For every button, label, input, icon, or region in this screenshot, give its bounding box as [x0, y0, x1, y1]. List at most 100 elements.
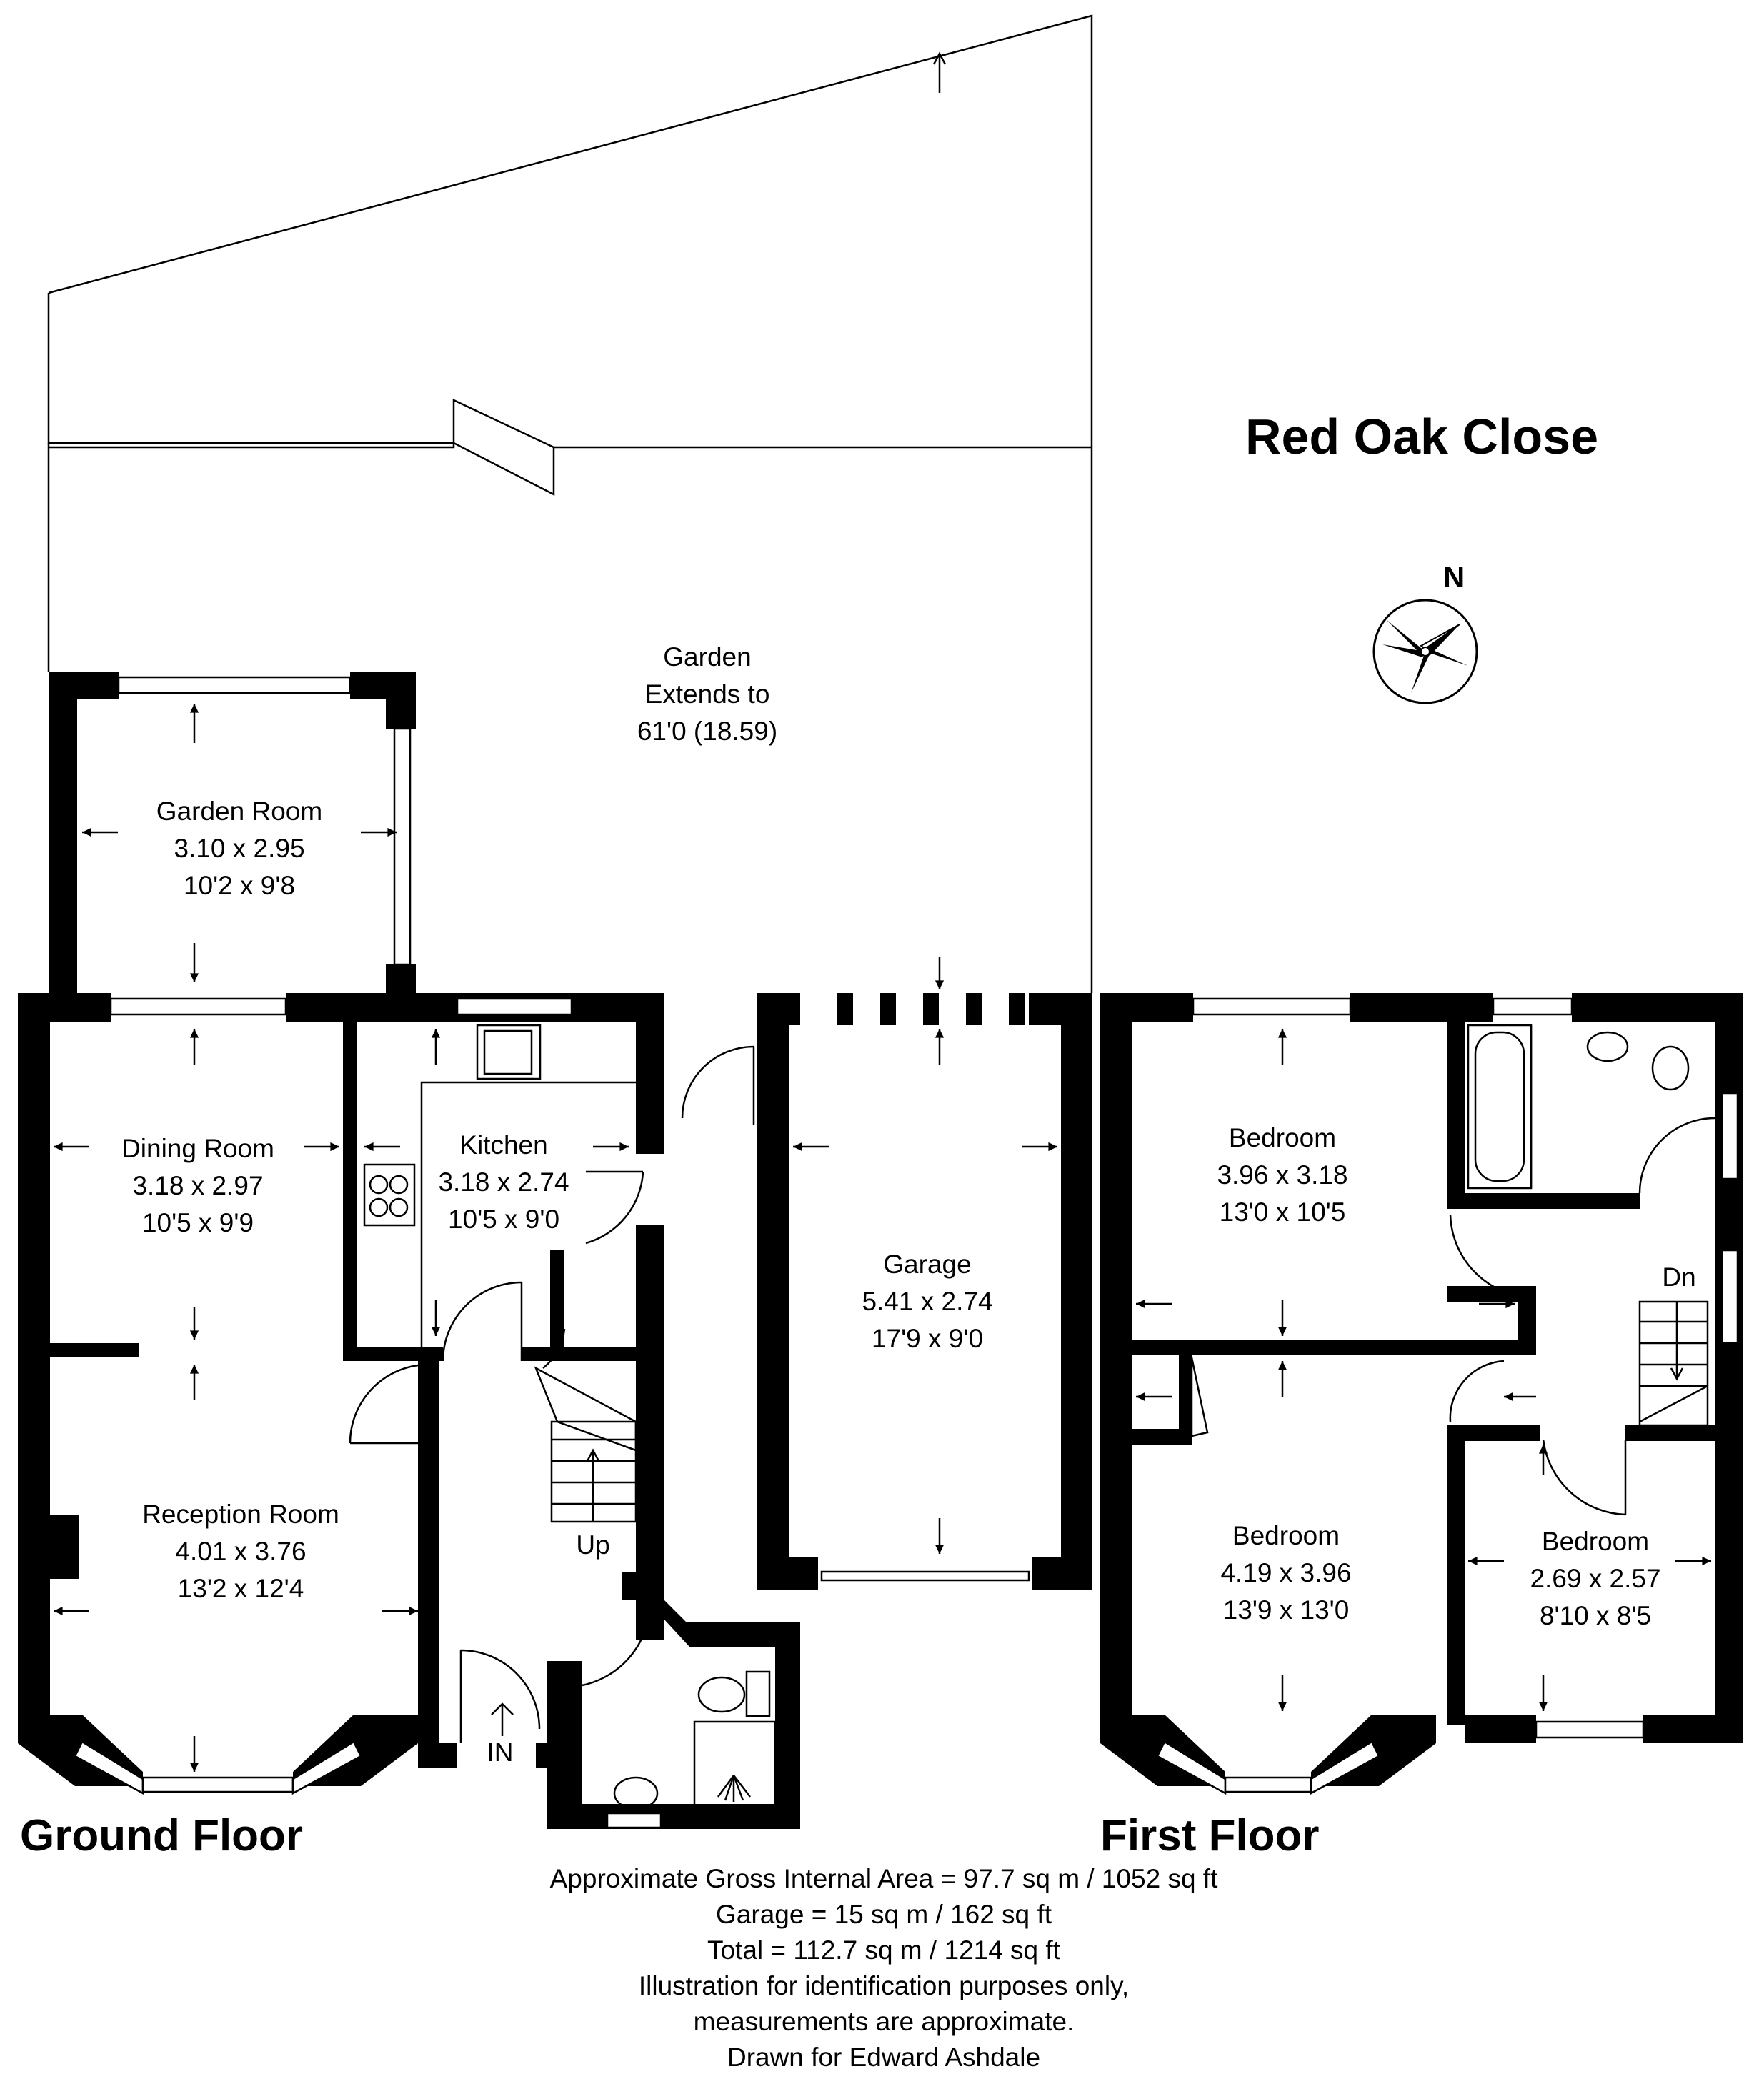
dimension-arrow-head: [54, 1606, 63, 1616]
dimension-arrow-head: [1277, 1702, 1287, 1711]
first-floor-stairs: [1638, 1300, 1709, 1427]
kitchen-metric: 3.18 x 2.74: [438, 1167, 569, 1197]
sink-bowl-icon: [483, 1029, 533, 1075]
stairs-up-label: Up: [576, 1530, 609, 1560]
kitchen-imperial: 10'5 x 9'0: [448, 1205, 559, 1234]
garage-metric: 5.41 x 2.74: [862, 1287, 992, 1316]
dimension-arrow-head: [1136, 1392, 1145, 1402]
dimension-arrow-head: [1504, 1392, 1513, 1402]
toilet-icon: [1651, 1045, 1690, 1091]
dimension-arrow-head: [1277, 1327, 1287, 1336]
garden-line2: Extends to: [645, 679, 770, 709]
bedroom-3-imperial: 8'10 x 8'5: [1540, 1601, 1651, 1630]
bedroom-2-imperial: 13'9 x 13'0: [1223, 1595, 1350, 1625]
garden-depth-arrow: [932, 51, 947, 93]
garage-label: Garage 5.41 x 2.74 17'9 x 9'0: [862, 1250, 992, 1353]
dimension-arrow-head: [189, 1330, 199, 1340]
garden-room-name: Garden Room: [156, 797, 322, 826]
hob-icon: [363, 1163, 416, 1227]
bedroom-3-name: Bedroom: [1542, 1527, 1649, 1556]
garage-imperial: 17'9 x 9'0: [872, 1324, 983, 1353]
dining-room-label: Dining Room 3.18 x 2.97 10'5 x 9'9: [121, 1134, 274, 1237]
ground-floor-walls: [18, 672, 800, 1829]
garden-label: Garden Extends to 61'0 (18.59): [637, 642, 777, 746]
dimension-arrow-head: [1277, 1029, 1287, 1038]
dimension-arrow-head: [793, 1142, 802, 1152]
sink-icon: [476, 1024, 542, 1080]
area-summary: Approximate Gross Internal Area = 97.7 s…: [550, 1864, 1218, 2072]
dimension-arrow-head: [189, 1763, 199, 1772]
entrance-arrow-icon: [491, 1702, 514, 1736]
reception-room-name: Reception Room: [142, 1500, 339, 1529]
dimension-arrow-head: [935, 1029, 945, 1038]
bathroom-fittings: [1467, 1024, 1690, 1190]
dimension-arrow-head: [387, 827, 397, 837]
dimension-arrow-head: [1277, 1361, 1287, 1370]
toilet-icon: [697, 1676, 746, 1713]
dimension-arrow-head: [1048, 1142, 1057, 1152]
dimension-arrow-head: [364, 1142, 374, 1152]
kitchen-label: Kitchen 3.18 x 2.74 10'5 x 9'0: [438, 1130, 569, 1234]
footer-gross-area: Approximate Gross Internal Area = 97.7 s…: [550, 1864, 1218, 1893]
garden-room-label: Garden Room 3.10 x 2.95 10'2 x 9'8: [156, 797, 322, 900]
reception-room-metric: 4.01 x 3.76: [175, 1537, 306, 1566]
shower-icon: [717, 1775, 751, 1802]
dining-room-imperial: 10'5 x 9'9: [142, 1208, 254, 1237]
garden-room-metric: 3.10 x 2.95: [174, 834, 304, 863]
footer-total-area: Total = 112.7 sq m / 1214 sq ft: [707, 1935, 1061, 1965]
dimension-arrow-head: [409, 1606, 418, 1616]
bath-icon: [1467, 1024, 1533, 1190]
dimension-arrow-head: [1538, 1702, 1548, 1711]
garage-door: [681, 1045, 1030, 1582]
bedroom-2-name: Bedroom: [1232, 1521, 1340, 1550]
ground-floor-heading: Ground Floor: [20, 1811, 303, 1860]
basin-icon: [1586, 1031, 1629, 1062]
first-floor-doors: [1190, 1117, 1715, 1516]
bedroom-1-imperial: 13'0 x 10'5: [1220, 1197, 1346, 1227]
dimension-arrow-head: [189, 973, 199, 982]
compass-icon: [1372, 599, 1478, 704]
basin-icon: [613, 1776, 659, 1810]
garage-name: Garage: [883, 1250, 971, 1279]
bedroom-1-name: Bedroom: [1229, 1123, 1336, 1152]
dimension-arrow-head: [330, 1142, 339, 1152]
garden-name: Garden: [663, 642, 751, 672]
dimension-arrow-head: [935, 1545, 945, 1554]
dimension-arrow-head: [1538, 1445, 1548, 1454]
dimension-arrow-head: [1505, 1299, 1515, 1309]
entrance-label: IN: [487, 1738, 514, 1767]
dimension-arrow-head: [1468, 1556, 1478, 1566]
first-floor-walls: [1100, 993, 1743, 1786]
dining-room-name: Dining Room: [121, 1134, 274, 1163]
dining-room-metric: 3.18 x 2.97: [132, 1171, 263, 1200]
bedroom-1-label: Bedroom 3.96 x 3.18 13'0 x 10'5: [1217, 1123, 1347, 1227]
first-floor-heading: First Floor: [1100, 1811, 1320, 1860]
dimension-arrow-head: [431, 1327, 441, 1336]
dimension-arrow-head: [82, 827, 91, 837]
dimension-arrow-head: [1702, 1556, 1711, 1566]
stairs-down-label: Dn: [1662, 1262, 1695, 1292]
footer-disclaimer-1: Illustration for identification purposes…: [639, 1971, 1129, 2000]
dimension-arrow-head: [54, 1142, 63, 1152]
dimension-arrow-head: [431, 1029, 441, 1038]
dimension-arrow-head: [189, 1029, 199, 1038]
kitchen-fittings: [363, 1024, 636, 1372]
bedroom-2-metric: 4.19 x 3.96: [1220, 1558, 1351, 1587]
kitchen-name: Kitchen: [459, 1130, 547, 1160]
dimension-arrows: [54, 704, 1711, 1772]
reception-room-label: Reception Room 4.01 x 3.76 13'2 x 12'4: [142, 1500, 339, 1603]
garden-room-imperial: 10'2 x 9'8: [184, 871, 295, 900]
bedroom-1-metric: 3.96 x 3.18: [1217, 1160, 1347, 1190]
bedroom-2-label: Bedroom 4.19 x 3.96 13'9 x 13'0: [1220, 1521, 1351, 1625]
wc-fittings: [613, 1670, 777, 1810]
dimension-arrow-head: [1136, 1299, 1145, 1309]
ground-floor-stairs: [534, 1366, 637, 1523]
compass-north-label: N: [1443, 560, 1465, 594]
footer-drawn-for: Drawn for Edward Ashdale: [727, 2043, 1040, 2072]
footer-garage-area: Garage = 15 sq m / 162 sq ft: [716, 1900, 1052, 1929]
reception-room-imperial: 13'2 x 12'4: [178, 1574, 304, 1603]
ground-floor-doors: [349, 1170, 652, 1743]
footer-disclaimer-2: measurements are approximate.: [694, 2007, 1075, 2036]
first-floor-windows: [1156, 997, 1739, 1795]
bedroom-3-label: Bedroom 2.69 x 2.57 8'10 x 8'5: [1530, 1527, 1660, 1630]
